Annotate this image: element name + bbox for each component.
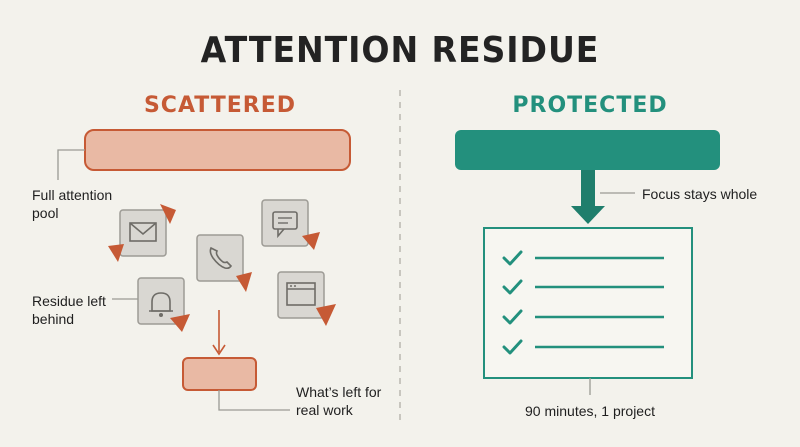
check-icon [502,309,523,325]
residue-shard [302,232,320,250]
phone-icon [196,234,244,282]
bell-icon [137,277,185,325]
checklist-item [502,339,664,355]
focus-arrow [581,170,595,208]
leftover-leader-line [218,390,290,411]
chat-icon [261,199,309,247]
protected-focus-bar [455,130,720,170]
scattered-heading: SCATTERED [143,93,297,118]
leftover-label: What’s left for real work [296,384,382,418]
attention-pool-bar [84,129,351,171]
leftover-box [182,357,257,391]
checklist-item [502,309,664,325]
focus-label: Focus stays whole [642,186,758,202]
residue-shard [108,244,124,262]
checklist-panel [483,227,693,379]
check-icon [502,250,523,266]
pool-label: Full attention pool [32,187,113,221]
check-icon [502,339,523,355]
check-icon [502,279,523,295]
browser-icon [277,271,325,319]
residue-label: Residue left behind [32,293,106,327]
residue-shard [316,304,336,326]
protected-heading: PROTECTED [512,93,668,118]
footer-label: 90 minutes, 1 project [525,403,655,419]
checklist-item [502,250,664,266]
checklist-item [502,279,664,295]
residue-shard [236,272,252,292]
residue-shard [170,314,190,332]
pool-leader-line [57,149,85,180]
residue-shard [160,204,176,224]
mail-icon [119,209,167,257]
page-title: ATTENTION RESIDUE [200,30,600,71]
